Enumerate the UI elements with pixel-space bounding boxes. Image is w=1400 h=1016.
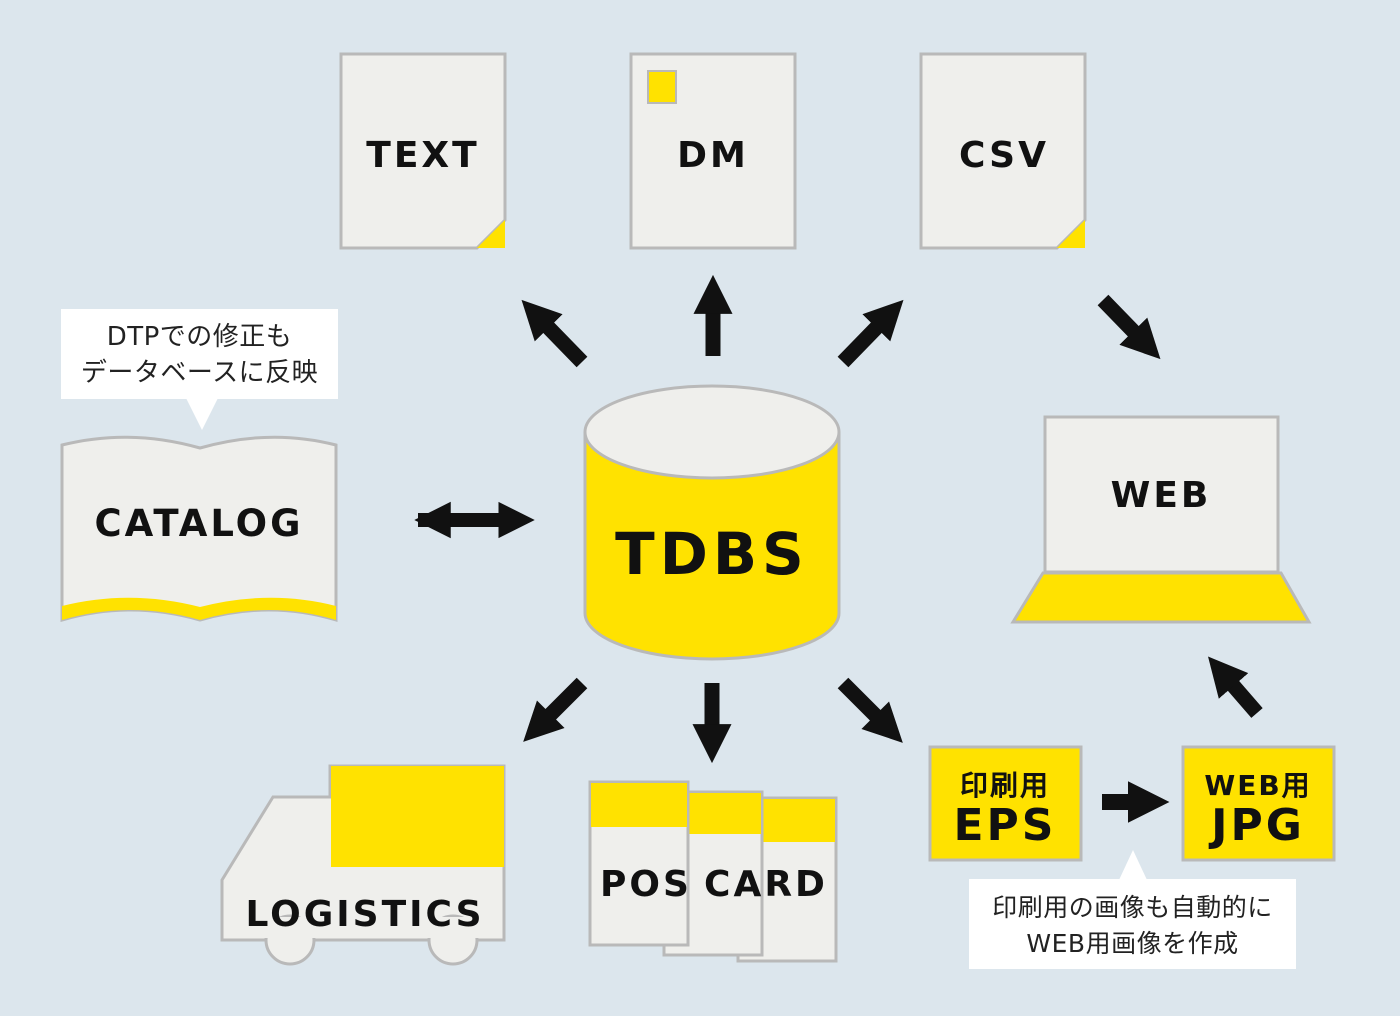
eps-line1: 印刷用 — [960, 769, 1050, 802]
arrow-to-eps — [837, 677, 903, 743]
dm-label: DM — [677, 135, 749, 176]
jpg-line2: JPG — [1208, 800, 1305, 851]
catalog-book: CATALOG — [60, 435, 338, 623]
web-laptop: WEB — [1010, 415, 1312, 624]
web-label: WEB — [1111, 475, 1212, 516]
dm-document: DM — [629, 52, 797, 250]
laptop-base — [1010, 571, 1312, 624]
catalog-label: CATALOG — [95, 502, 304, 545]
csv-label: CSV — [959, 135, 1049, 176]
image-note-line2: WEB用画像を作成 — [1026, 929, 1239, 958]
arrow-csv-to-web — [1097, 294, 1161, 360]
logistics-truck: LOGISTICS — [220, 764, 506, 966]
dtp-note-line1: DTPでの修正も — [106, 322, 293, 352]
database-cylinder-icon — [583, 432, 841, 661]
card-label: CARD — [704, 864, 828, 905]
logistics-label: LOGISTICS — [245, 894, 484, 935]
jpg-line1: WEB用 — [1204, 769, 1311, 802]
book-edge — [62, 597, 336, 620]
truck-cargo — [331, 766, 504, 867]
arrow-to-logistics — [523, 677, 588, 742]
eps-line2: EPS — [954, 800, 1057, 851]
laptop-icon — [1043, 415, 1280, 574]
dtp-note-tail — [186, 398, 218, 430]
arrow-to-text — [521, 299, 588, 368]
arrow-jpg-to-web — [1208, 656, 1263, 718]
tdbs-database: TDBS — [583, 384, 841, 661]
eps-box: 印刷用 EPS — [928, 745, 1083, 862]
dtp-note-line2: データベースに反映 — [80, 358, 319, 388]
stamp-mark — [647, 70, 677, 104]
tdbs-label: TDBS — [615, 520, 809, 588]
jpg-box: WEB用 JPG — [1181, 745, 1336, 862]
csv-document: CSV — [919, 52, 1087, 250]
pos-label: POS — [600, 864, 692, 905]
text-document: TEXT — [339, 52, 507, 250]
dtp-note: DTPでの修正も データベースに反映 — [61, 309, 338, 399]
image-note: 印刷用の画像も自動的に WEB用画像を作成 — [969, 879, 1296, 969]
text-label: TEXT — [366, 135, 479, 176]
pos-card-stack: POS CARD — [588, 780, 838, 963]
image-note-tail — [1119, 850, 1147, 880]
arrow-to-csv — [837, 299, 904, 368]
image-note-line1: 印刷用の画像も自動的に — [992, 893, 1273, 922]
